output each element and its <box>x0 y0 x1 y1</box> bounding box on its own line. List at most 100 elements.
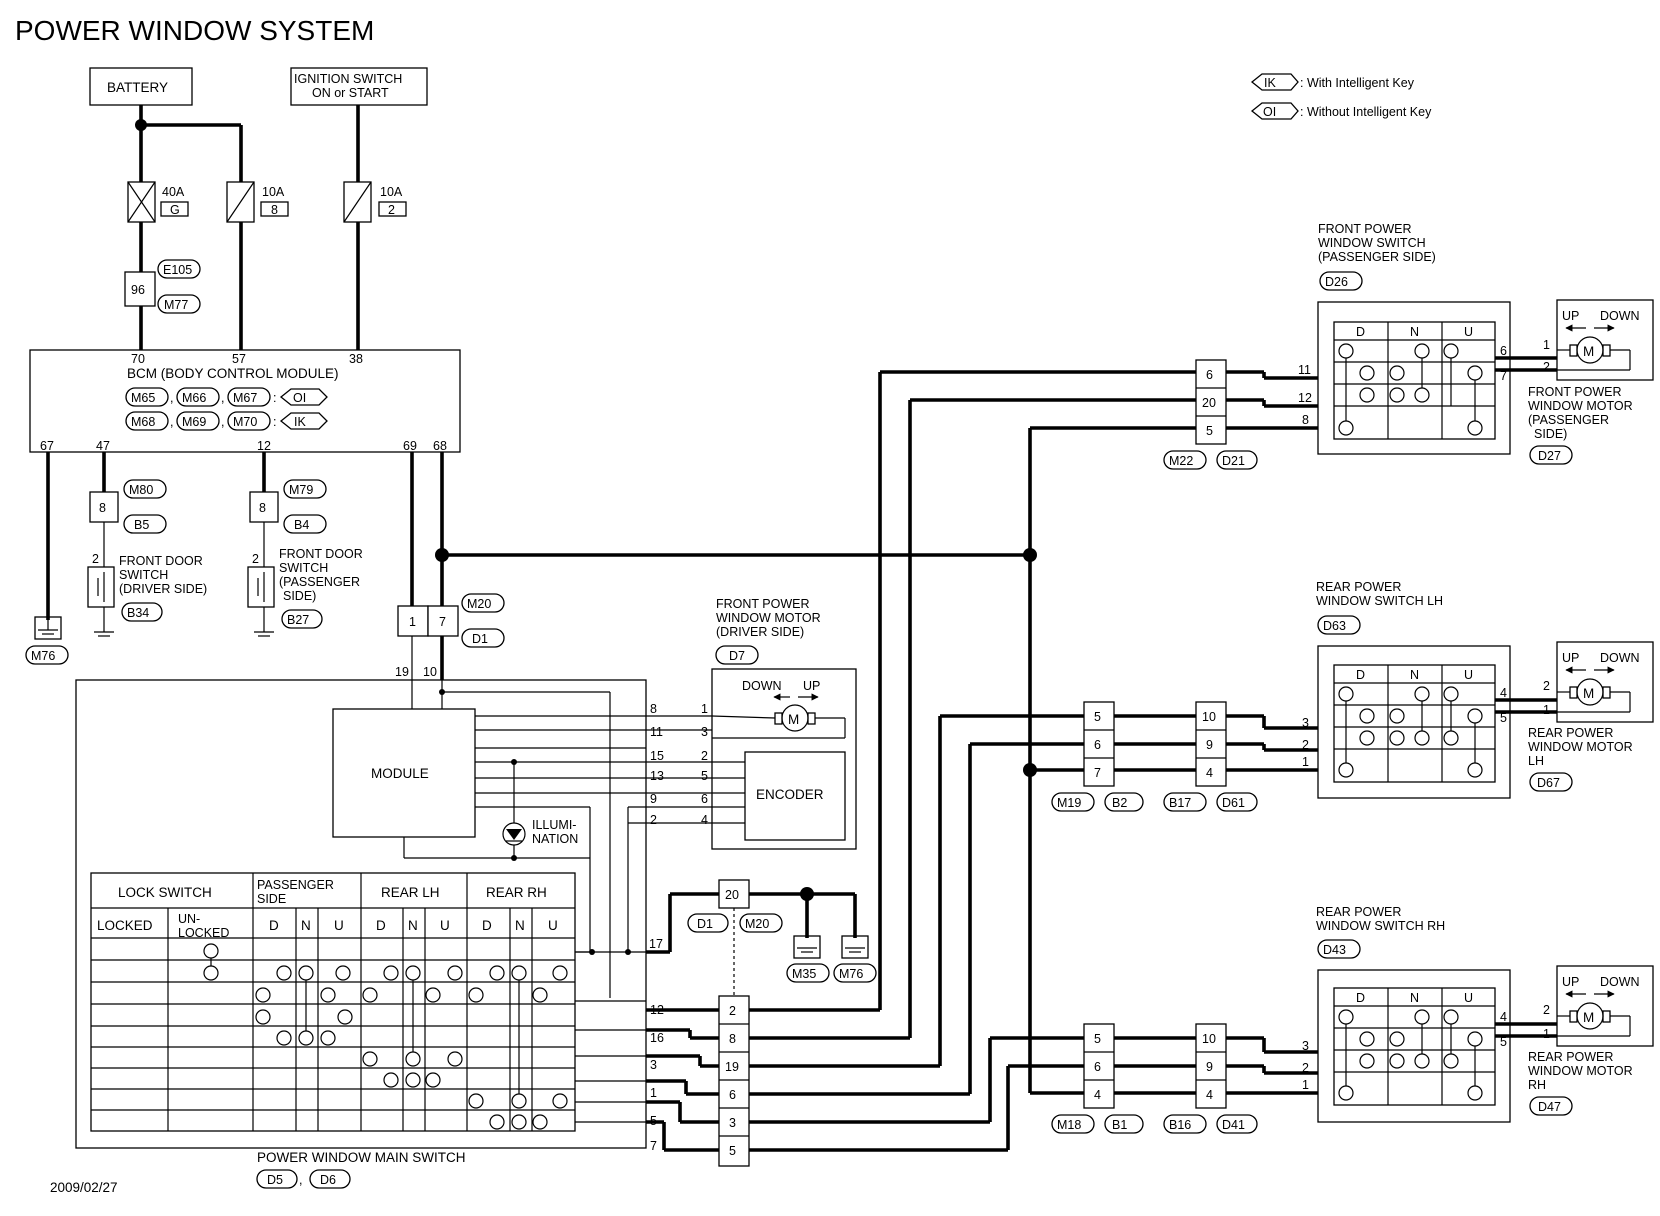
svg-text:B1: B1 <box>1112 1118 1127 1132</box>
svg-text:5: 5 <box>1500 1035 1507 1049</box>
svg-text:7: 7 <box>439 615 446 629</box>
svg-text:6: 6 <box>1206 368 1213 382</box>
svg-text:DOWN: DOWN <box>1600 309 1640 323</box>
svg-text:RH: RH <box>1528 1078 1546 1092</box>
svg-text:WINDOW MOTOR: WINDOW MOTOR <box>1528 399 1633 413</box>
svg-text:REAR POWER: REAR POWER <box>1316 905 1401 919</box>
svg-text:15: 15 <box>650 749 664 763</box>
connector-96: 96 E105 M77 <box>124 259 201 314</box>
svg-text:17: 17 <box>649 937 663 951</box>
svg-text:57: 57 <box>232 352 246 366</box>
svg-text:D1: D1 <box>472 632 488 646</box>
svg-text:D: D <box>376 918 386 933</box>
svg-text:19: 19 <box>725 1060 739 1074</box>
svg-text:SIDE: SIDE <box>257 892 286 906</box>
svg-text:4: 4 <box>701 813 708 827</box>
svg-text:11: 11 <box>650 725 663 739</box>
svg-text:D5: D5 <box>267 1173 283 1187</box>
svg-text:6: 6 <box>701 792 708 806</box>
svg-text:OI: OI <box>1263 105 1276 119</box>
ignition-label-1: IGNITION SWITCH <box>294 72 402 86</box>
svg-text:10A: 10A <box>262 185 285 199</box>
encoder-label: ENCODER <box>756 787 824 802</box>
svg-text:1: 1 <box>1302 1078 1309 1092</box>
svg-text:(PASSENGER: (PASSENGER <box>1528 413 1609 427</box>
svg-text:2: 2 <box>650 813 657 827</box>
svg-text:(DRIVER SIDE): (DRIVER SIDE) <box>119 582 207 596</box>
main-switch-name: POWER WINDOW MAIN SWITCH <box>257 1150 465 1165</box>
svg-text:M68: M68 <box>131 415 155 429</box>
svg-text:REAR RH: REAR RH <box>486 885 547 900</box>
svg-text:20: 20 <box>1202 396 1216 410</box>
svg-text:WINDOW SWITCH LH: WINDOW SWITCH LH <box>1316 594 1443 608</box>
connector-m20-d1: 1 7 M20 D1 19 10 <box>395 593 505 709</box>
svg-text:2: 2 <box>252 552 259 566</box>
svg-text:8: 8 <box>1302 413 1309 427</box>
junction-dot-ground-bus <box>1023 548 1037 562</box>
svg-text:70: 70 <box>131 352 145 366</box>
svg-text:M76: M76 <box>31 649 55 663</box>
svg-text:2: 2 <box>1543 679 1550 693</box>
svg-text:7: 7 <box>1094 766 1101 780</box>
svg-text:FRONT POWER: FRONT POWER <box>1528 385 1622 399</box>
svg-text:N: N <box>515 918 525 933</box>
svg-text:WINDOW SWITCH RH: WINDOW SWITCH RH <box>1316 919 1445 933</box>
svg-text:5: 5 <box>1094 710 1101 724</box>
front-power-window-switch-passenger: FRONT POWER WINDOW SWITCH (PASSENGER SID… <box>1163 222 1557 470</box>
svg-text:M20: M20 <box>745 917 769 931</box>
legend-oi-text: : Without Intelligent Key <box>1300 105 1432 119</box>
svg-text:5: 5 <box>1094 1032 1101 1046</box>
svg-text:M70: M70 <box>233 415 257 429</box>
svg-text:M66: M66 <box>182 391 206 405</box>
svg-text:8: 8 <box>729 1032 736 1046</box>
svg-text:M35: M35 <box>792 967 816 981</box>
svg-text:40A: 40A <box>162 185 185 199</box>
svg-text:D: D <box>1356 991 1365 1005</box>
svg-text:M18: M18 <box>1057 1118 1081 1132</box>
svg-text:1: 1 <box>1543 1027 1550 1041</box>
svg-text:12: 12 <box>257 439 271 453</box>
svg-text:7: 7 <box>650 1139 657 1153</box>
svg-text:3: 3 <box>729 1116 736 1130</box>
svg-text:D21: D21 <box>1222 454 1245 468</box>
svg-text:68: 68 <box>433 439 447 453</box>
svg-text:M65: M65 <box>131 391 155 405</box>
svg-text:2: 2 <box>388 203 395 217</box>
front-door-switch-driver: 8 M80 B5 2 FRONT DOOR SWITCH (DRIVER SID… <box>87 479 207 637</box>
svg-text:D: D <box>269 918 279 933</box>
svg-text:N: N <box>1410 668 1419 682</box>
svg-text:,: , <box>299 1173 302 1187</box>
svg-text:UP: UP <box>803 679 820 693</box>
svg-text:2: 2 <box>701 749 708 763</box>
svg-text:B17: B17 <box>1169 796 1191 810</box>
svg-text:N: N <box>301 918 311 933</box>
svg-text:(DRIVER SIDE): (DRIVER SIDE) <box>716 625 804 639</box>
front-power-window-motor-driver: FRONT POWER WINDOW MOTOR (DRIVER SIDE) D… <box>628 597 857 850</box>
svg-text:3: 3 <box>701 725 708 739</box>
svg-text:B5: B5 <box>134 518 149 532</box>
svg-text:5: 5 <box>1500 711 1507 725</box>
svg-text:FRONT POWER: FRONT POWER <box>716 597 810 611</box>
fuse-10a-8: 10A 8 <box>226 181 289 223</box>
svg-text:11: 11 <box>1298 363 1311 377</box>
svg-text:4: 4 <box>1094 1088 1101 1102</box>
svg-text:,: , <box>170 415 173 429</box>
svg-text:M69: M69 <box>182 415 206 429</box>
svg-text:LOCK SWITCH: LOCK SWITCH <box>118 885 212 900</box>
svg-text:5: 5 <box>1206 424 1213 438</box>
svg-text:2: 2 <box>1543 360 1550 374</box>
svg-text:E105: E105 <box>163 263 192 277</box>
svg-text:WINDOW SWITCH: WINDOW SWITCH <box>1318 236 1426 250</box>
svg-text:WINDOW MOTOR: WINDOW MOTOR <box>716 611 821 625</box>
svg-text:IK: IK <box>294 415 306 429</box>
svg-text:M: M <box>1583 1010 1594 1025</box>
svg-text:M22: M22 <box>1169 454 1193 468</box>
svg-text:1: 1 <box>1302 755 1309 769</box>
svg-text:10: 10 <box>1202 1032 1216 1046</box>
main-switch-bus-wires <box>646 370 1196 1152</box>
svg-text:B4: B4 <box>294 518 309 532</box>
bcm-output-wires <box>46 426 1196 1095</box>
svg-text:M19: M19 <box>1057 796 1081 810</box>
svg-text:FRONT POWER: FRONT POWER <box>1318 222 1412 236</box>
